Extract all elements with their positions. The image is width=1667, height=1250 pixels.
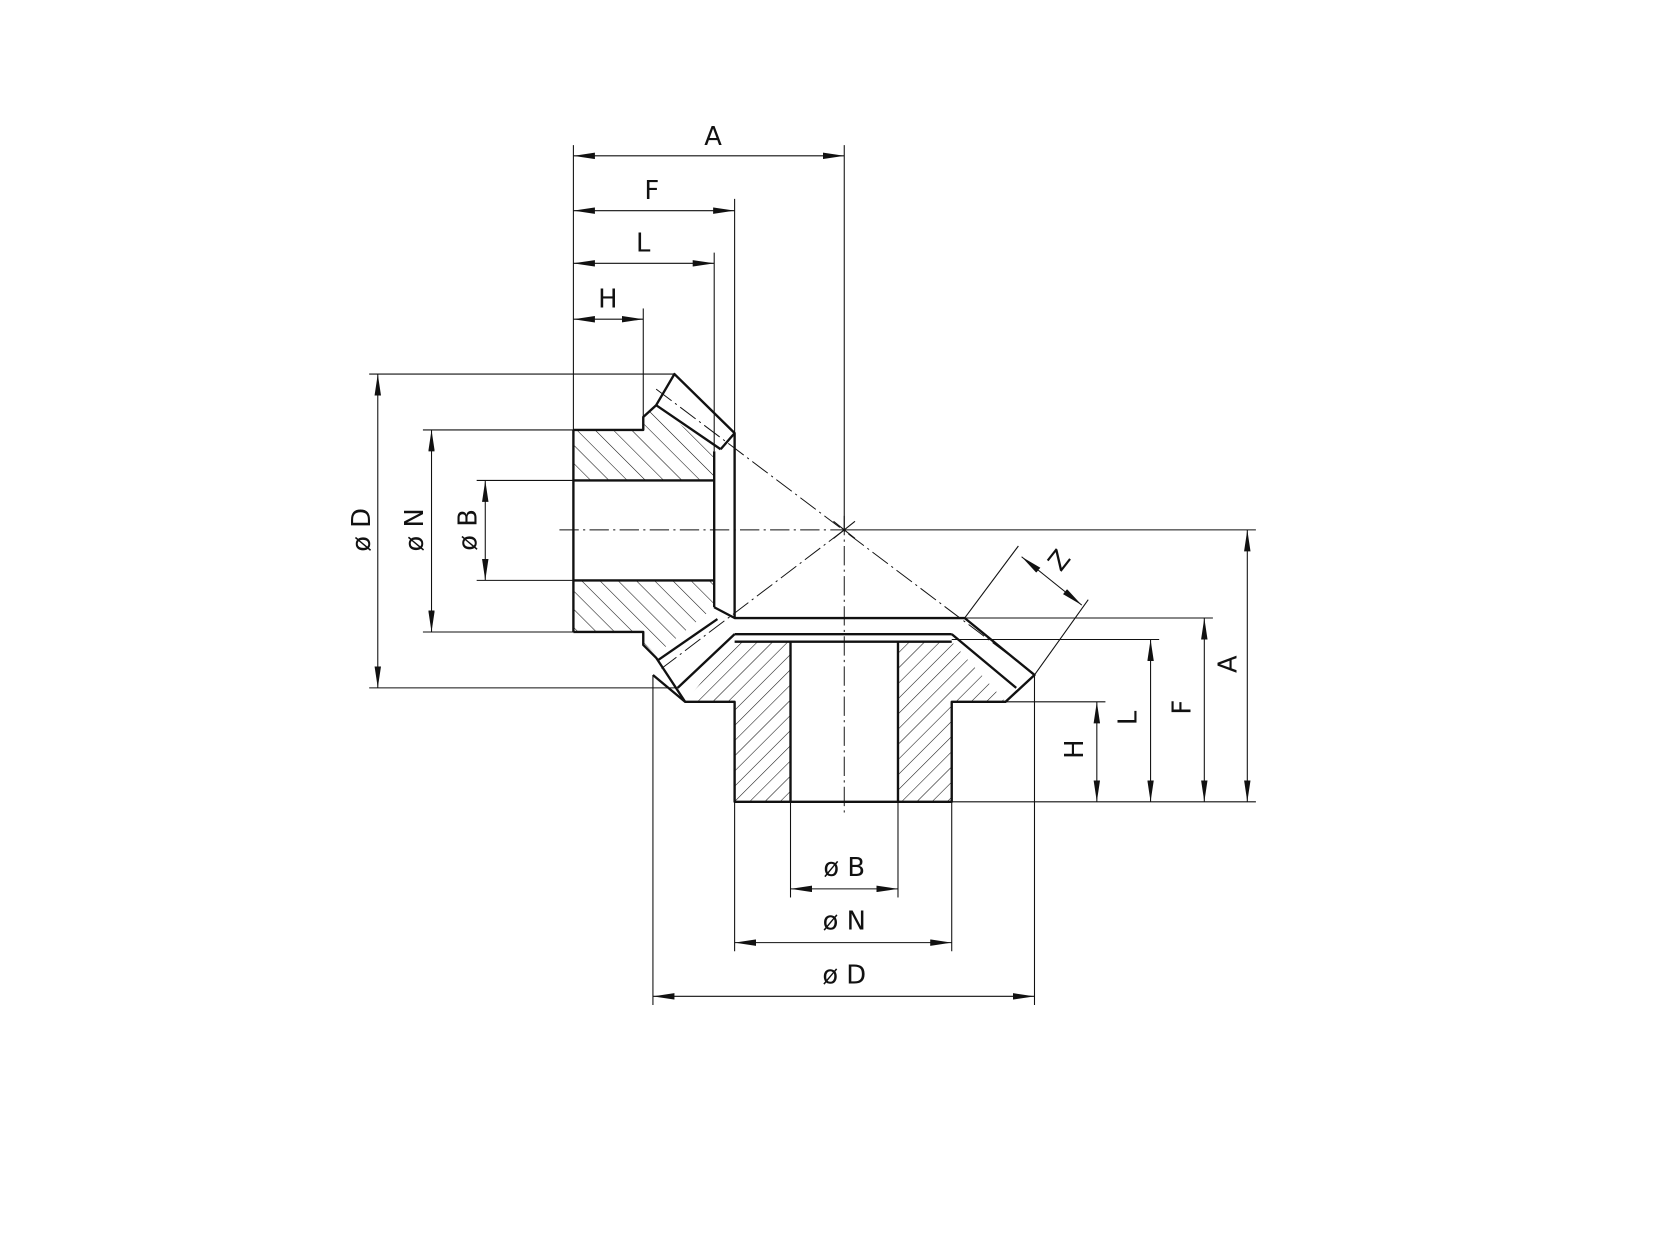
gear	[652, 606, 1036, 803]
dim-label-left-n: ø N	[400, 508, 430, 551]
dim-label-bottom-d: ø D	[822, 960, 866, 990]
dim-label-top-h: H	[598, 284, 617, 314]
dim-label-left-d: ø D	[347, 508, 377, 552]
dim-label-right-l: L	[1114, 710, 1144, 725]
dim-label-bottom-b: ø B	[823, 853, 865, 883]
dim-label-top-l: L	[636, 228, 651, 258]
dim-label-z: Z	[1043, 545, 1078, 577]
dim-label-right-f: F	[1167, 700, 1197, 715]
dim-label-bottom-n: ø N	[823, 907, 866, 937]
dimension-lines	[374, 152, 1251, 1000]
dim-label-top-f: F	[644, 176, 659, 206]
dim-label-right-h: H	[1060, 739, 1090, 758]
dim-label-left-b: ø B	[454, 509, 484, 551]
dim-label-right-a: A	[1214, 655, 1244, 673]
pinion-gear	[572, 372, 736, 703]
extension-lines	[369, 145, 1256, 1005]
dim-label-top-a: A	[704, 122, 722, 152]
dimension-labels: A F L H ø D ø N ø B A F L H ø B ø N ø D …	[347, 122, 1243, 990]
